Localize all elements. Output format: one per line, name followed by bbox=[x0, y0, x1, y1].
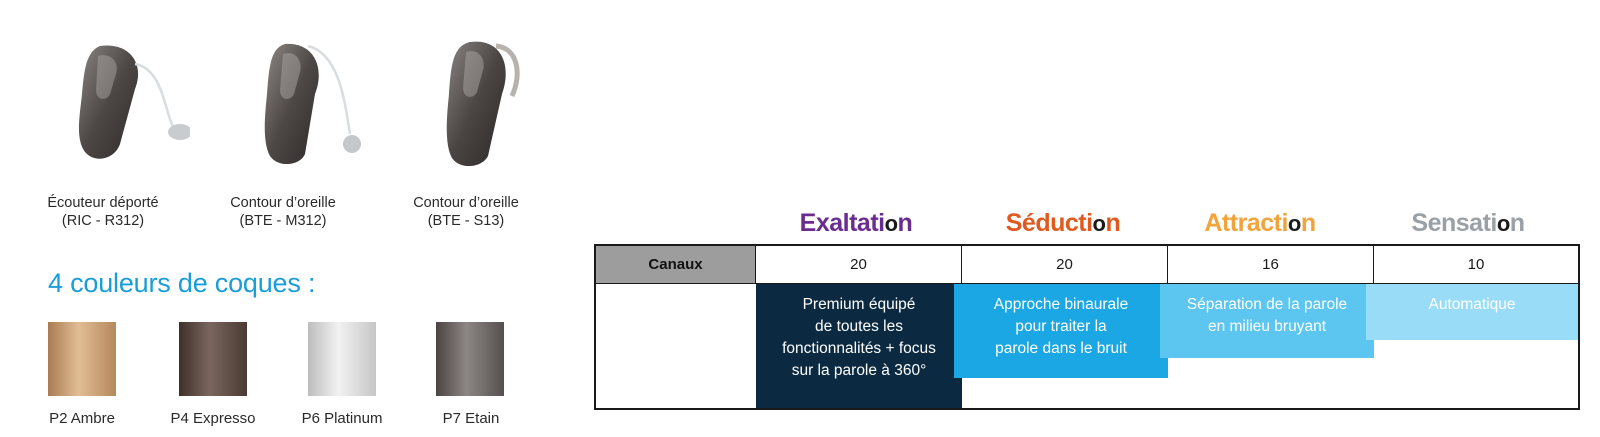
level-name-o: o bbox=[1496, 211, 1510, 236]
feature-line: Séparation de la parole bbox=[1186, 296, 1348, 313]
level-name-end: n bbox=[1300, 209, 1316, 237]
feature-line: parole dans le bruit bbox=[995, 340, 1127, 357]
color-swatch-p6 bbox=[308, 322, 376, 396]
level-title-attraction: Attraction bbox=[1160, 209, 1360, 238]
color-label-p7: P7 Etain bbox=[442, 410, 500, 427]
comparison-table: Canaux 20 20 16 10 Premium équipé de tou… bbox=[594, 244, 1580, 410]
device-label-bte-m312: Contour d’oreille (BTE - M312) bbox=[208, 194, 358, 230]
feature-line: pour traiter la bbox=[1015, 318, 1107, 335]
channels-cell-sensation: 10 bbox=[1374, 246, 1578, 284]
hearing-aid-bte-s13-icon bbox=[446, 41, 520, 167]
color-swatch-p7 bbox=[436, 322, 504, 396]
level-name-o: o bbox=[1092, 211, 1106, 236]
level-name-end: n bbox=[897, 209, 913, 237]
device-model: (BTE - M312) bbox=[239, 213, 327, 229]
level-name-o: o bbox=[884, 211, 898, 236]
device-model: (RIC - R312) bbox=[61, 213, 145, 229]
color-swatch-p4 bbox=[179, 322, 247, 396]
color-swatch-p2 bbox=[48, 322, 116, 396]
level-title-exaltation: Exaltation bbox=[756, 209, 956, 238]
feature-line: fonctionnalités + focus bbox=[782, 340, 936, 357]
channels-cell-attraction: 16 bbox=[1168, 246, 1374, 284]
device-name: Écouteur déporté bbox=[47, 195, 159, 211]
colors-title: 4 couleurs de coques : bbox=[48, 268, 316, 298]
device-label-ric: Écouteur déporté (RIC - R312) bbox=[28, 194, 178, 230]
level-name: Sensati bbox=[1411, 209, 1497, 237]
level-name: Séducti bbox=[1005, 209, 1093, 237]
feature-exaltation: Premium équipé de toutes les fonctionnal… bbox=[756, 284, 962, 408]
feature-seduction: Approche binaurale pour traiter la parol… bbox=[954, 284, 1168, 378]
hearing-aid-ric-icon bbox=[78, 45, 190, 159]
feature-line: sur la parole à 360° bbox=[791, 362, 927, 379]
channels-cell-exaltation: 20 bbox=[756, 246, 962, 284]
channels-row: Canaux 20 20 16 10 bbox=[596, 246, 1578, 286]
level-name: Attracti bbox=[1204, 209, 1288, 237]
channels-cell-seduction: 20 bbox=[962, 246, 1168, 284]
feature-line: Automatique bbox=[1428, 296, 1516, 313]
level-name-end: n bbox=[1105, 209, 1121, 237]
color-label-p6: P6 Platinum bbox=[301, 410, 383, 427]
device-model: (BTE - S13) bbox=[427, 213, 505, 229]
device-name: Contour d’oreille bbox=[413, 195, 519, 211]
feature-line: en milieu bruyant bbox=[1207, 318, 1327, 335]
level-name-end: n bbox=[1509, 209, 1525, 237]
level-title-sensation: Sensation bbox=[1368, 209, 1568, 238]
level-name-o: o bbox=[1287, 211, 1301, 236]
channels-header-cell: Canaux bbox=[596, 246, 756, 284]
device-ric bbox=[40, 34, 190, 184]
hearing-aid-bte-m312-icon bbox=[264, 43, 361, 165]
feature-sensation: Automatique bbox=[1366, 284, 1578, 340]
level-name: Exaltati bbox=[799, 209, 885, 237]
device-name: Contour d’oreille bbox=[230, 195, 336, 211]
device-label-bte-s13: Contour d’oreille (BTE - S13) bbox=[391, 194, 541, 230]
level-title-seduction: Séduction bbox=[963, 209, 1163, 238]
color-label-p4: P4 Expresso bbox=[170, 410, 256, 427]
feature-line: de toutes les bbox=[815, 318, 903, 335]
feature-attraction: Séparation de la parole en milieu bruyan… bbox=[1160, 284, 1374, 358]
color-label-p2: P2 Ambre bbox=[49, 410, 115, 427]
feature-line: Premium équipé bbox=[802, 296, 916, 313]
feature-line: Approche binaurale bbox=[993, 296, 1129, 313]
device-bte-s13 bbox=[400, 34, 550, 184]
device-bte-m312 bbox=[220, 34, 370, 184]
